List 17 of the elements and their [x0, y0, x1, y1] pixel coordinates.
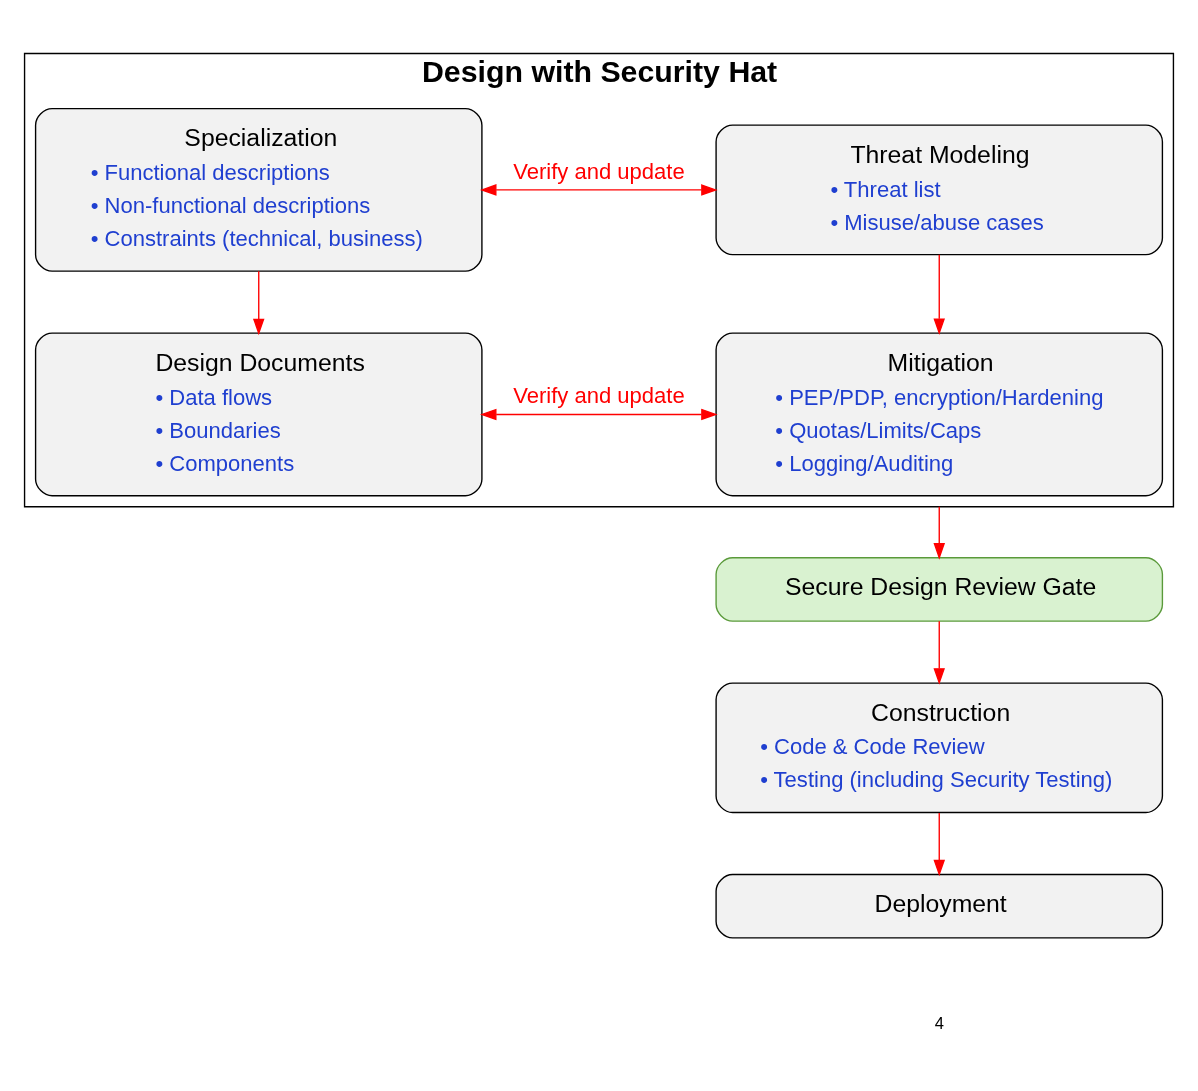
node-box: Deployment — [715, 873, 1164, 939]
arrow — [479, 408, 718, 420]
arrow — [933, 811, 946, 876]
arrow — [252, 270, 265, 335]
arrow — [933, 505, 946, 560]
arrow — [933, 619, 946, 685]
arrow — [933, 253, 946, 335]
node-box: Threat Modeling • Threat list • Misuse/abuse cases — [715, 123, 1164, 255]
node-box: Mitigation • PEP/PDP, encryption/Hardening • Quotas/Limits/Caps • Logging/Auditing — [715, 332, 1164, 496]
label: 4 — [934, 1013, 944, 1033]
edge-label: Verify and update — [513, 382, 685, 408]
arrow — [479, 183, 718, 196]
node-box: Construction • Code & Code Review • Testing (including Security Testing) — [715, 681, 1164, 813]
node-box: Specialization • Functional descriptions • Non-functional descriptions • Constraints (technical, business) — [34, 107, 483, 272]
node-box: Design Documents • Data flows • Boundaries • Components — [34, 332, 483, 496]
node-box: Secure Design Review Gate — [715, 556, 1164, 622]
edge-label: Verify and update — [513, 158, 685, 184]
